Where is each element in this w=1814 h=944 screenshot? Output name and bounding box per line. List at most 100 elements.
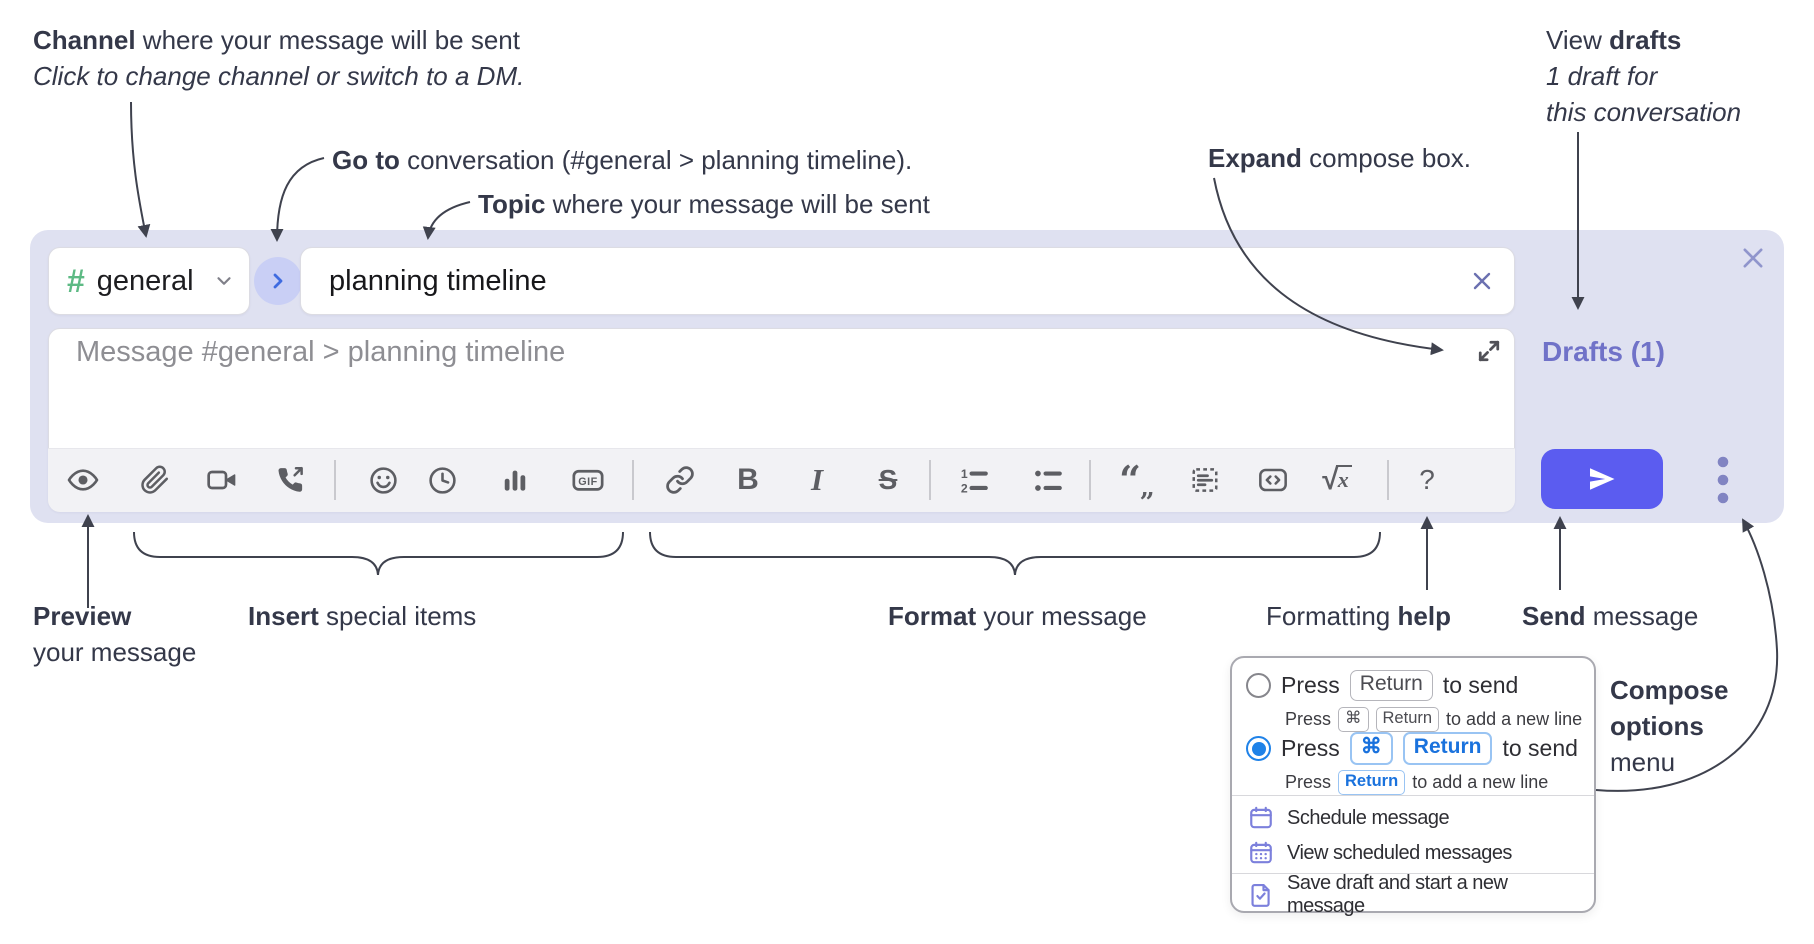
strikethrough-icon: S xyxy=(878,464,898,495)
clock-icon xyxy=(428,466,456,494)
paperclip-icon xyxy=(141,465,169,494)
radio-selected-icon[interactable] xyxy=(1246,736,1271,762)
option-text: Press xyxy=(1281,672,1340,699)
italic-icon: I xyxy=(810,462,824,497)
toolbar-divider xyxy=(1089,460,1091,500)
strikethrough-button[interactable]: S xyxy=(864,452,912,508)
video-clip-button[interactable] xyxy=(198,452,246,508)
italic-button[interactable]: I xyxy=(793,452,841,508)
x-icon xyxy=(1473,272,1491,290)
view-drafts-annotation: View drafts 1 draft for this conversatio… xyxy=(1546,25,1742,127)
insert-brace xyxy=(133,531,624,576)
channel-selector[interactable]: # general xyxy=(48,247,250,315)
radio-unselected-icon[interactable] xyxy=(1246,673,1271,699)
preview-annotation: Preview your message xyxy=(33,601,197,667)
emoji-button[interactable] xyxy=(359,452,407,508)
insert-annotation: Insert special items xyxy=(248,601,477,631)
link-button[interactable] xyxy=(656,452,704,508)
video-camera-icon xyxy=(207,470,236,490)
attach-file-button[interactable] xyxy=(131,452,179,508)
calendar-icon xyxy=(1250,806,1272,829)
send-option-return-hint: Press ⌘ Return to add a new line xyxy=(1285,707,1588,732)
menu-divider xyxy=(1232,795,1594,796)
calendar-grid-icon xyxy=(1250,841,1272,864)
chevron-right-icon xyxy=(273,273,283,289)
smiley-icon xyxy=(369,466,397,494)
compose-options-menu: Press Return to send Press ⌘ Return to a… xyxy=(1230,656,1596,917)
view-scheduled-messages-item[interactable]: View scheduled messages xyxy=(1248,836,1588,870)
bold-button[interactable]: B xyxy=(724,452,772,508)
compose-options-annotation: Compose options menu xyxy=(1610,675,1729,777)
blockquote-button[interactable]: “ „ xyxy=(1113,452,1161,508)
compose-options-button[interactable] xyxy=(1709,450,1737,510)
clock-button[interactable] xyxy=(418,452,466,508)
bulleted-list-icon xyxy=(1034,470,1062,491)
cmd-keycap: ⌘ xyxy=(1338,707,1369,732)
send-option-cmd-return[interactable]: Press ⌘ Return to send xyxy=(1246,732,1588,766)
svg-text:1: 1 xyxy=(960,467,967,481)
go-to-conversation-button[interactable] xyxy=(254,257,302,305)
go-to-annotation: Go to conversation (#general > planning … xyxy=(332,145,913,175)
save-draft-icon xyxy=(1251,883,1270,907)
question-mark-icon: ? xyxy=(1419,464,1435,495)
channel-name: general xyxy=(96,264,194,297)
close-compose-button[interactable] xyxy=(1738,243,1768,273)
option-text: to send xyxy=(1502,735,1578,762)
return-keycap: Return xyxy=(1349,670,1433,702)
drafts-link[interactable]: Drafts (1) xyxy=(1542,336,1665,367)
kebab-dots-icon xyxy=(1717,456,1729,504)
expand-icon xyxy=(1478,340,1500,362)
return-keycap: Return xyxy=(1375,707,1440,732)
schedule-message-item[interactable]: Schedule message xyxy=(1248,801,1588,835)
link-icon xyxy=(666,466,694,494)
send-annotation: Send message xyxy=(1522,601,1699,631)
channel-annotation: Channel where your message will be sent … xyxy=(33,25,525,91)
phone-outgoing-icon xyxy=(278,467,303,492)
quote-close-icon: „ xyxy=(1139,473,1155,503)
return-keycap: Return xyxy=(1338,770,1406,795)
audio-call-button[interactable] xyxy=(266,452,314,508)
topic-value: planning timeline xyxy=(329,264,547,297)
menu-divider xyxy=(1232,873,1594,874)
inline-code-button[interactable] xyxy=(1249,452,1297,508)
channel-arrow xyxy=(130,101,151,238)
ordered-list-button[interactable]: 1 2 xyxy=(949,452,997,508)
message-placeholder: Message #general > planning timeline xyxy=(76,336,566,368)
formatting-help-button[interactable]: ? xyxy=(1403,452,1451,508)
expand-compose-button[interactable] xyxy=(1474,336,1504,366)
toolbar-divider xyxy=(334,460,336,500)
channel-hash-icon: # xyxy=(67,262,85,299)
svg-text:GIF: GIF xyxy=(578,476,598,488)
composer-toolbar xyxy=(48,448,1515,512)
math-button[interactable]: √x xyxy=(1313,452,1361,508)
toolbar-divider xyxy=(929,460,931,500)
return-keycap: Return xyxy=(1402,732,1493,766)
save-draft-item[interactable]: Save draft and start a new message xyxy=(1248,872,1588,917)
toolbar-divider xyxy=(632,460,634,500)
cmd-keycap: ⌘ xyxy=(1349,732,1393,766)
poll-button[interactable] xyxy=(491,452,539,508)
format-annotation: Format your message xyxy=(888,601,1147,631)
code-block-icon xyxy=(1192,468,1218,492)
bar-chart-icon xyxy=(504,470,526,491)
chevron-down-icon xyxy=(217,277,231,285)
gif-icon: GIF xyxy=(572,469,604,491)
clear-topic-button[interactable] xyxy=(1470,269,1494,293)
topic-input[interactable]: planning timeline xyxy=(300,247,1515,315)
preview-button[interactable] xyxy=(59,452,107,508)
svg-text:2: 2 xyxy=(960,481,967,495)
option-text: Press xyxy=(1281,735,1340,762)
send-button[interactable] xyxy=(1541,449,1663,509)
eye-icon xyxy=(67,469,99,491)
gif-button[interactable]: GIF xyxy=(564,452,612,508)
format-brace xyxy=(649,531,1381,576)
topic-annotation: Topic where your message will be sent xyxy=(478,189,930,219)
send-option-return[interactable]: Press Return to send xyxy=(1246,670,1588,702)
send-option-cmd-return-hint: Press Return to add a new line xyxy=(1285,770,1588,795)
bold-icon: B xyxy=(737,463,759,496)
code-block-button[interactable] xyxy=(1181,452,1229,508)
bulleted-list-button[interactable] xyxy=(1023,452,1071,508)
option-text: to send xyxy=(1442,672,1519,699)
code-icon xyxy=(1259,468,1287,492)
